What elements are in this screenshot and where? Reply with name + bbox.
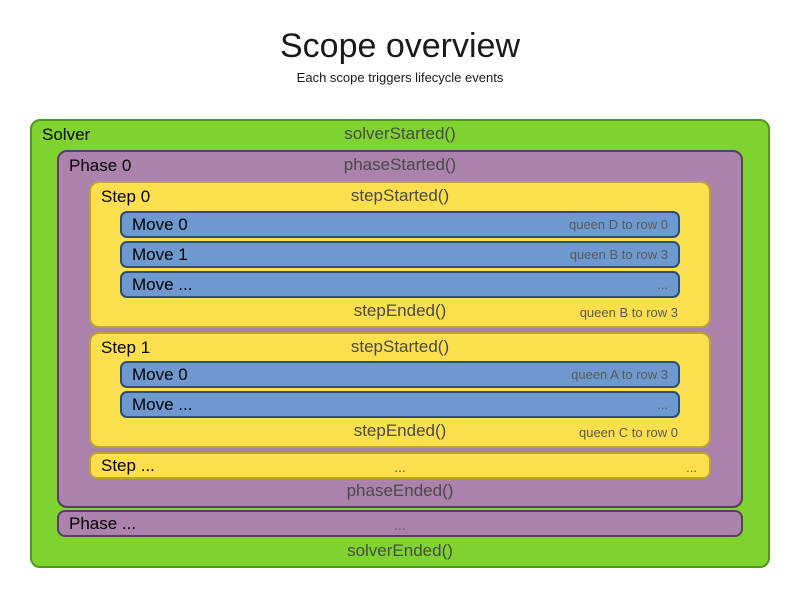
move-label: Move ... bbox=[132, 394, 193, 414]
step-more-center-dots: ... bbox=[394, 459, 406, 475]
solver-ended-event: solverEnded() bbox=[347, 541, 453, 560]
step-ended-event: stepEnded() bbox=[353, 301, 447, 320]
move-note: queen A to row 3 bbox=[571, 367, 668, 382]
solver-label: Solver bbox=[42, 125, 91, 144]
move-row: Move ... ... bbox=[120, 271, 680, 298]
step-started-event: stepStarted() bbox=[350, 186, 450, 205]
move-row: Move ... ... bbox=[120, 391, 680, 418]
step-more-box: ... Step ... ... bbox=[89, 452, 711, 479]
phase-0-header: phaseStarted() Phase 0 bbox=[59, 155, 741, 179]
phase-more-box: ... Phase ... bbox=[57, 510, 743, 537]
step-ended-event: stepEnded() bbox=[353, 421, 447, 440]
move-label: Move ... bbox=[132, 274, 193, 294]
step-ended-note: queen B to row 3 bbox=[579, 305, 678, 320]
step-started-event: stepStarted() bbox=[350, 337, 450, 356]
phase-started-event: phaseStarted() bbox=[343, 155, 457, 174]
step-0-header: stepStarted() Step 0 bbox=[91, 186, 709, 210]
step-more-label: Step ... bbox=[101, 456, 155, 475]
step-0-footer: stepEnded() queen B to row 3 bbox=[91, 301, 709, 323]
solver-started-event: solverStarted() bbox=[344, 124, 456, 143]
move-note: queen B to row 3 bbox=[569, 247, 668, 262]
step-more-right-dots: ... bbox=[686, 460, 697, 475]
move-note: queen D to row 0 bbox=[568, 217, 668, 232]
phase-0-footer: phaseEnded() bbox=[59, 481, 741, 503]
solver-header: solverStarted() Solver bbox=[32, 124, 768, 148]
solver-scope-box: solverStarted() Solver phaseStarted() Ph… bbox=[30, 119, 770, 568]
step-1-footer: stepEnded() queen C to row 0 bbox=[91, 421, 709, 443]
step-1-header: stepStarted() Step 1 bbox=[91, 337, 709, 361]
page-title: Scope overview bbox=[279, 27, 520, 65]
move-note: ... bbox=[657, 397, 668, 412]
phase-more-center-dots: ... bbox=[394, 517, 406, 533]
phase-0-scope-box: phaseStarted() Phase 0 stepStarted() Ste… bbox=[57, 150, 743, 508]
solver-footer: solverEnded() bbox=[32, 541, 768, 563]
move-note: ... bbox=[657, 277, 668, 292]
phase-more-label: Phase ... bbox=[69, 514, 137, 533]
move-row: Move 0 queen A to row 3 bbox=[120, 361, 680, 388]
step-1-scope-box: stepStarted() Step 1 Move 0 queen A to r… bbox=[89, 332, 711, 448]
step-0-scope-box: stepStarted() Step 0 Move 0 queen D to r… bbox=[89, 181, 711, 328]
move-label: Move 0 bbox=[132, 364, 188, 384]
move-row: Move 0 queen D to row 0 bbox=[120, 211, 680, 238]
move-label: Move 1 bbox=[132, 244, 188, 264]
move-label: Move 0 bbox=[132, 214, 188, 234]
phase-0-label: Phase 0 bbox=[69, 156, 132, 175]
phase-ended-event: phaseEnded() bbox=[346, 481, 454, 500]
move-row: Move 1 queen B to row 3 bbox=[120, 241, 680, 268]
page-subtitle: Each scope triggers lifecycle events bbox=[296, 70, 504, 85]
step-0-label: Step 0 bbox=[101, 187, 151, 206]
step-ended-note: queen C to row 0 bbox=[578, 425, 678, 440]
step-1-label: Step 1 bbox=[101, 338, 151, 357]
